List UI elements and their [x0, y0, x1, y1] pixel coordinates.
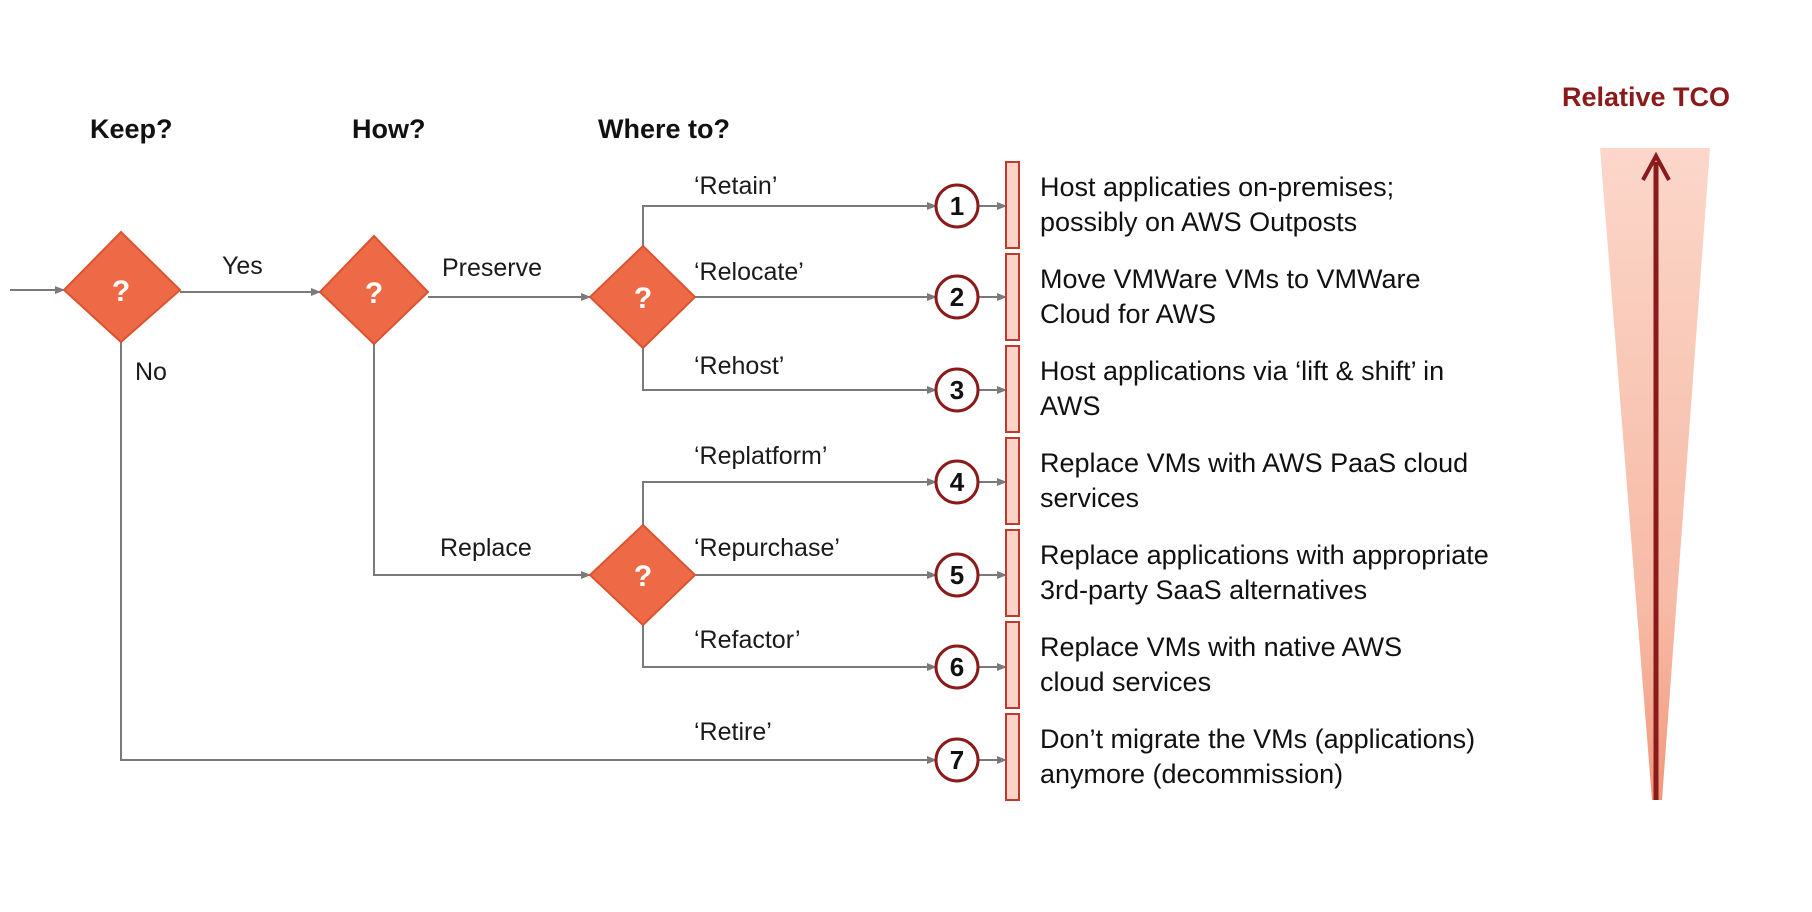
strategy-desc-2-line-1: Move VMWare VMs to VMWare	[1040, 264, 1421, 294]
strategy-circle-5: 5	[934, 552, 980, 598]
strategy-circle-7: 7	[934, 737, 980, 783]
strategy-desc-1: Host applicaties on-premises; possibly o…	[1040, 170, 1394, 240]
branch-label-preserve: Preserve	[442, 254, 543, 282]
strategy-desc-6-line-1: Replace VMs with native AWS	[1040, 632, 1403, 662]
retain-connector	[642, 202, 937, 246]
branch-label-replace: Replace	[440, 534, 532, 562]
replatform-connector	[642, 478, 937, 525]
strategy-bar-2	[1005, 253, 1020, 341]
strategy-desc-3: Host applications via ‘lift & shift’ in …	[1040, 354, 1444, 424]
header-keep: Keep?	[90, 114, 173, 144]
strategy-circle-ring-6	[934, 644, 980, 690]
strategy-circle-ring-3	[934, 367, 980, 413]
decision-symbol-how: ?	[365, 277, 383, 310]
strategy-desc-4-line-2: services	[1040, 483, 1140, 513]
strategy-desc-1-line-2: possibly on AWS Outposts	[1040, 207, 1358, 237]
strategy-desc-2: Move VMWare VMs to VMWare Cloud for AWS	[1040, 262, 1421, 332]
strategy-circle-ring-7	[934, 737, 980, 783]
strategy-name-2: ‘Relocate’	[694, 258, 804, 286]
strategy-desc-3-line-2: AWS	[1040, 391, 1101, 421]
decision-keep: ?	[62, 230, 182, 344]
tco-indicator	[1600, 148, 1710, 800]
strategy-desc-7-line-1: Don’t migrate the VMs (applications)	[1040, 724, 1476, 754]
decision-diamond-where-replace	[588, 523, 697, 627]
strategy-number-3: 3	[950, 375, 964, 405]
strategy-circle-ring-2	[934, 274, 980, 320]
replace-connector	[373, 344, 591, 579]
strategy-circle-1: 1	[934, 183, 980, 229]
strategy-desc-6: Replace VMs with native AWS cloud servic…	[1040, 630, 1402, 700]
strategy-circle-6: 6	[934, 644, 980, 690]
strategy-desc-6-line-2: cloud services	[1040, 667, 1212, 697]
branch-label-yes: Yes	[222, 252, 263, 280]
decision-symbol-where-preserve: ?	[634, 282, 652, 315]
strategy-name-7: ‘Retire’	[694, 718, 772, 746]
strategy-desc-5-line-1: Replace applications with appropriate	[1040, 540, 1489, 570]
strategy-circle-4: 4	[934, 459, 980, 505]
strategy-number-2: 2	[950, 282, 964, 312]
strategy-number-6: 6	[950, 652, 964, 682]
strategy-desc-5: Replace applications with appropriate 3r…	[1040, 538, 1489, 608]
strategy-bar-3	[1005, 345, 1020, 433]
decision-where-preserve: ?	[588, 244, 697, 350]
strategy-desc-7: Don’t migrate the VMs (applications) any…	[1040, 722, 1475, 792]
header-where: Where to?	[598, 114, 730, 144]
header-how: How?	[352, 114, 426, 144]
strategy-desc-7-line-2: anymore (decommission)	[1040, 759, 1344, 789]
strategy-number-7: 7	[950, 745, 964, 775]
strategy-number-1: 1	[950, 191, 964, 221]
strategy-name-5: ‘Repurchase’	[694, 534, 840, 562]
branch-label-no: No	[135, 358, 167, 386]
strategy-bars	[1005, 161, 1020, 801]
strategy-bar-5	[1005, 529, 1020, 617]
strategy-desc-5-line-2: 3rd-party SaaS alternatives	[1040, 575, 1368, 605]
strategy-name-1: ‘Retain’	[694, 172, 778, 200]
decision-diamond-how	[318, 234, 430, 346]
strategy-circle-ring-5	[934, 552, 980, 598]
strategy-circle-ring-4	[934, 459, 980, 505]
no-connector	[120, 342, 937, 764]
numbered-circles: 1 2 3 4 5 6 7	[934, 183, 980, 783]
strategy-bar-1	[1005, 161, 1020, 249]
strategy-bar-4	[1005, 437, 1020, 525]
tco-arrow-icon	[1641, 151, 1671, 181]
decision-symbol-keep: ?	[112, 275, 130, 308]
strategy-name-4: ‘Replatform’	[694, 442, 828, 470]
strategy-desc-4-line-1: Replace VMs with AWS PaaS cloud	[1040, 448, 1469, 478]
strategy-circle-2: 2	[934, 274, 980, 320]
decision-diamond-where-preserve	[588, 244, 697, 350]
strategy-desc-1-line-1: Host applicaties on-premises;	[1040, 172, 1395, 202]
strategy-circle-3: 3	[934, 367, 980, 413]
connector-lines	[10, 202, 1007, 764]
decision-symbol-where-replace: ?	[634, 560, 652, 593]
strategy-desc-2-line-2: Cloud for AWS	[1040, 299, 1217, 329]
refactor-connector	[642, 625, 937, 671]
decision-how: ?	[318, 234, 430, 346]
strategy-circle-ring-1	[934, 183, 980, 229]
tco-label: Relative TCO	[1562, 82, 1731, 112]
rehost-connector	[642, 348, 937, 394]
strategy-name-3: ‘Rehost’	[694, 352, 785, 380]
strategy-number-5: 5	[950, 560, 964, 590]
strategy-name-6: ‘Refactor’	[694, 626, 801, 654]
decision-where-replace: ?	[588, 523, 697, 627]
strategy-desc-3-line-1: Host applications via ‘lift & shift’ in	[1040, 356, 1445, 386]
strategy-bar-6	[1005, 621, 1020, 709]
strategy-number-4: 4	[950, 467, 965, 497]
decision-diamond-keep	[62, 230, 182, 344]
strategy-desc-4: Replace VMs with AWS PaaS cloud services	[1040, 446, 1468, 516]
strategy-bar-7	[1005, 713, 1020, 801]
